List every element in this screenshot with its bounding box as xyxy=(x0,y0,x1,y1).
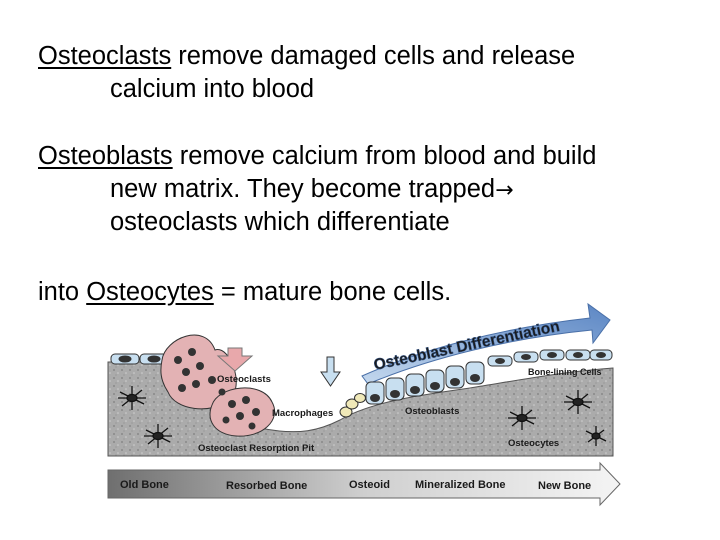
right-arrow-icon: → xyxy=(495,178,514,203)
osteoclast-down-arrow-icon xyxy=(216,347,254,372)
p2-cont1-text: new matrix. They become trapped xyxy=(110,175,496,203)
resorption-pit-label: Osteoclast Resorption Pit xyxy=(198,443,315,454)
bone-lining-cells-left xyxy=(110,353,169,365)
paragraph-osteocytes: into Osteocytes = mature bone cells. xyxy=(38,277,451,307)
osteoclasts-label: Osteoclasts xyxy=(217,374,271,385)
term-osteocytes: Osteocytes xyxy=(86,278,214,306)
p2-rest: remove calcium from blood and build xyxy=(172,142,597,170)
timeline-resorbed-bone: Resorbed Bone xyxy=(226,480,307,492)
osteocyte-cells xyxy=(118,386,607,448)
p1-rest: remove damaged cells and release xyxy=(171,42,576,70)
timeline-old-bone: Old Bone xyxy=(120,479,169,491)
timeline-osteoid: Osteoid xyxy=(349,479,390,491)
timeline-new-bone: New Bone xyxy=(538,480,591,492)
macrophages-label: Macrophages xyxy=(272,408,333,419)
osteocytes-label: Osteocytes xyxy=(508,438,559,449)
macrophage-cells xyxy=(339,393,366,418)
bone-lining-label: Bone-lining Cells xyxy=(528,367,602,377)
bone-lining-cells-right xyxy=(487,349,613,367)
osteoblast-down-arrow-icon xyxy=(320,356,341,387)
timeline-mineralized-bone: Mineralized Bone xyxy=(415,479,505,491)
p1-continuation: calcium into blood xyxy=(110,75,315,103)
p3-pre: into xyxy=(38,278,87,306)
osteoblast-cells xyxy=(365,361,485,405)
paragraph-osteoclasts: Osteoclasts remove damaged cells and rel… xyxy=(38,41,575,71)
osteoclast-cells xyxy=(160,334,275,437)
term-osteoclasts: Osteoclasts xyxy=(38,42,172,70)
paragraph-osteoblasts: Osteoblasts remove calcium from blood an… xyxy=(38,141,596,171)
p3-rest: = mature bone cells. xyxy=(213,278,452,306)
p2-continuation-2: osteoclasts which differentiate xyxy=(110,208,450,236)
osteoblasts-label: Osteoblasts xyxy=(405,406,459,417)
term-osteoblasts: Osteoblasts xyxy=(38,142,173,170)
p2-continuation-1: new matrix. They become trapped→ xyxy=(110,174,514,206)
bone-timeline-arrow: Old Bone Resorbed Bone Osteoid Mineraliz… xyxy=(107,461,621,507)
